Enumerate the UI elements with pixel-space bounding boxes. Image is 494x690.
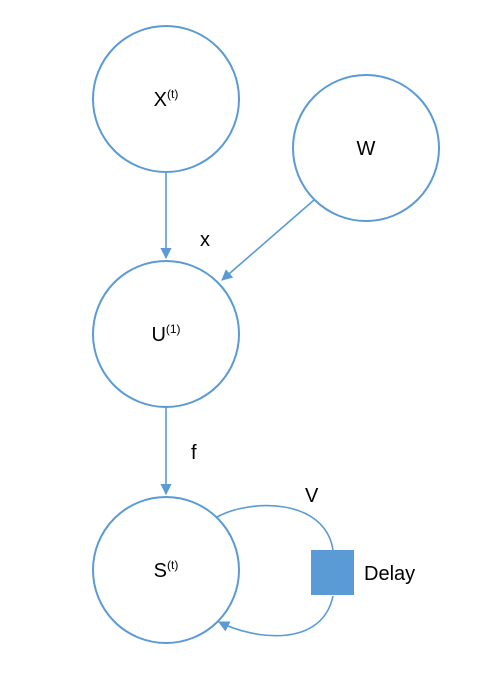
edge-w-to-u (221, 199, 315, 281)
delay-label: Delay (364, 563, 415, 585)
node-s-label: S(t) (154, 558, 179, 582)
delay-box (311, 550, 354, 595)
node-x: X(t) (92, 25, 240, 173)
node-w-label: W (357, 138, 376, 160)
edge-s-loop-back (217, 595, 334, 637)
edge-x-label: x (200, 229, 210, 251)
node-w: W (292, 74, 440, 222)
edge-f-label: f (191, 442, 197, 464)
node-u: U(1) (92, 260, 240, 408)
edge-v-label: V (305, 485, 319, 507)
edge-s-loop-out (214, 504, 334, 551)
node-s: S(t) (92, 496, 240, 644)
node-u-label: U(1) (151, 322, 180, 346)
node-x-label: X(t) (154, 87, 179, 111)
